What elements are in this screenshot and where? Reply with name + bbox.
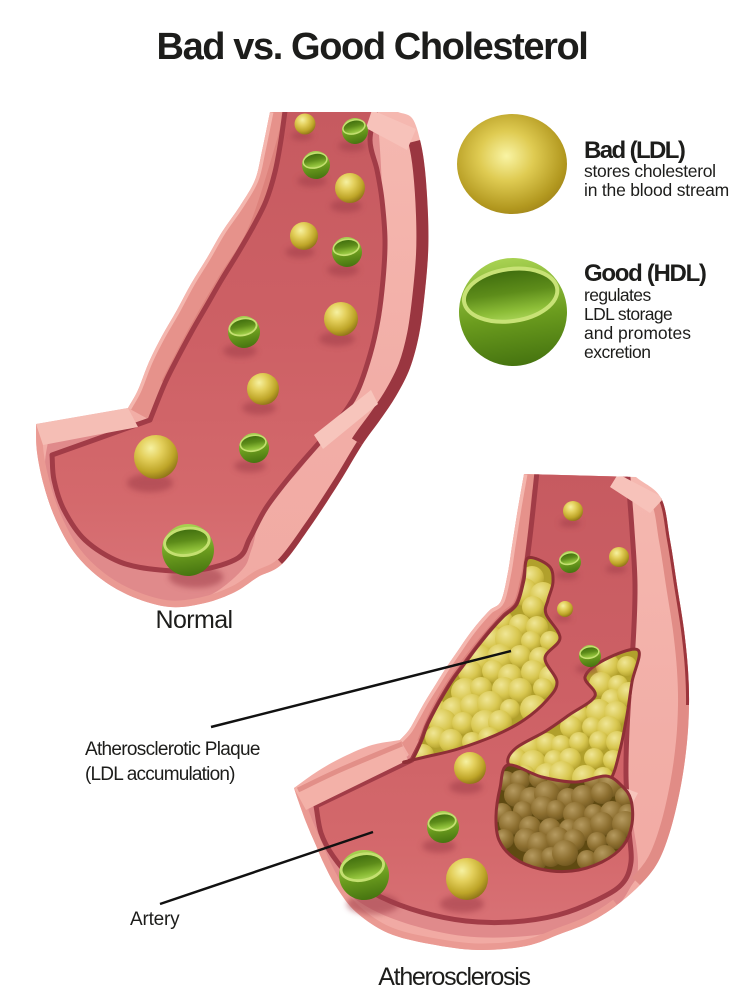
- svg-text:Atherosclerotic Plaque: Atherosclerotic Plaque: [85, 739, 260, 760]
- svg-text:stores cholesterol: stores cholesterol: [584, 161, 716, 181]
- svg-text:Artery: Artery: [130, 909, 180, 930]
- svg-text:and promotes: and promotes: [584, 323, 691, 343]
- svg-text:Bad vs. Good Cholesterol: Bad vs. Good Cholesterol: [157, 26, 588, 68]
- svg-text:Atherosclerosis: Atherosclerosis: [378, 963, 530, 991]
- svg-text:excretion: excretion: [584, 342, 651, 362]
- svg-text:Normal: Normal: [156, 606, 233, 634]
- svg-text:Good (HDL): Good (HDL): [584, 260, 706, 287]
- svg-text:(LDL accumulation): (LDL accumulation): [85, 764, 235, 785]
- svg-text:LDL storage: LDL storage: [584, 304, 672, 324]
- svg-text:in the blood stream: in the blood stream: [584, 180, 729, 200]
- svg-text:regulates: regulates: [584, 285, 651, 305]
- svg-text:Bad (LDL): Bad (LDL): [584, 137, 685, 164]
